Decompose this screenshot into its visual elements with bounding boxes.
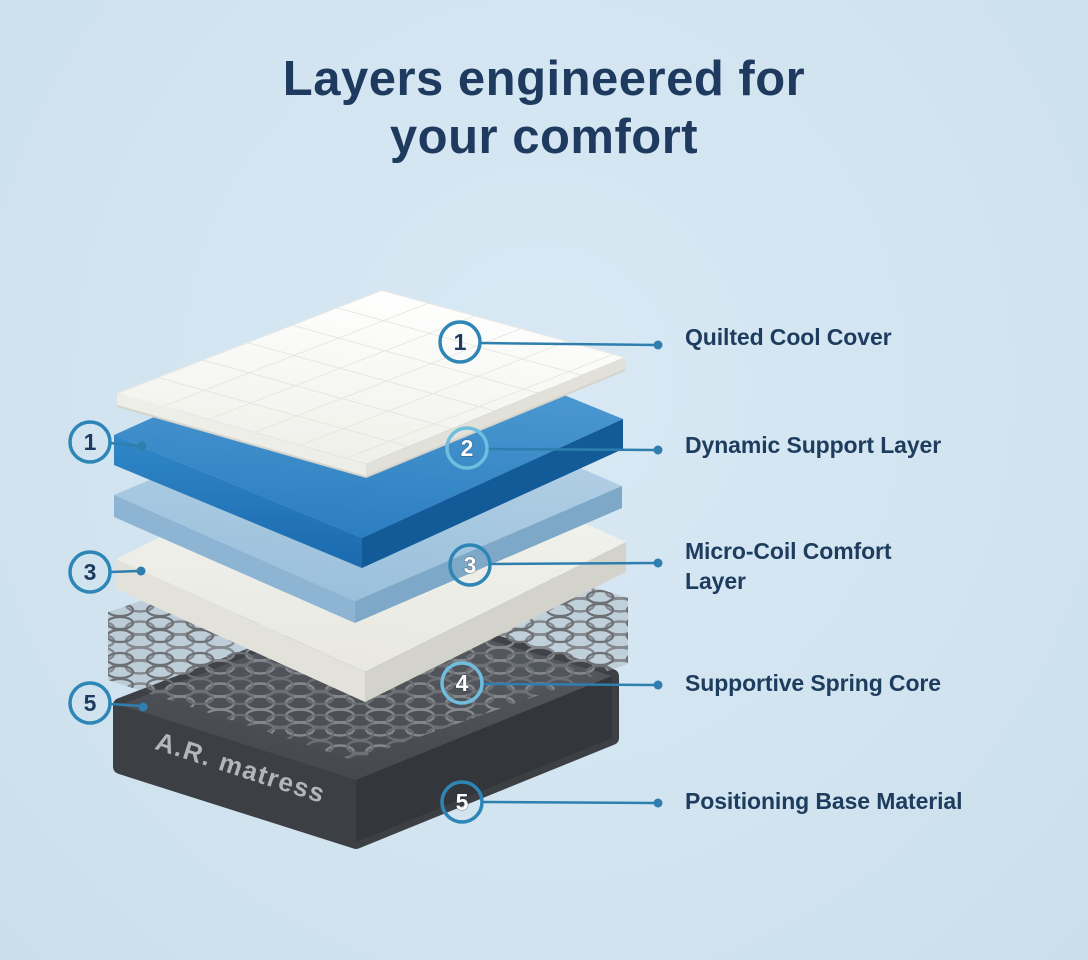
diagram-marker-1-ring [438, 320, 482, 364]
diagram-marker-4-number: 4 [456, 670, 469, 696]
page-title: Layers engineered for your comfort [282, 52, 806, 164]
callout-4-dot [653, 680, 663, 690]
left-marker-1-number: 1 [84, 429, 97, 455]
layer-quilted-cover [116, 290, 626, 479]
quilt-front-left-edge [117, 393, 366, 477]
callout-3-dot [653, 558, 663, 568]
blue-front-right-face [362, 419, 623, 568]
callout-5-dot [653, 798, 663, 808]
diagram-marker-1-number: 1 [454, 329, 467, 355]
left-marker-3-number: 3 [84, 559, 97, 585]
diagram-marker-2-number: 2 [461, 435, 474, 461]
quilt-pattern [117, 290, 625, 464]
left-marker-5-dot [138, 702, 148, 712]
callout-1-line [478, 341, 658, 347]
base-front-right-face [356, 676, 612, 842]
diagram-marker-2-ring [445, 426, 489, 470]
diagram-marker-3-number: 3 [464, 552, 477, 578]
left-marker-1-dot [137, 441, 147, 451]
diagram-markers: 1 2 3 4 5 [438, 320, 663, 824]
left-marker-5-number: 5 [84, 690, 97, 716]
foam-front-left-face [116, 559, 365, 702]
callout-4-line [480, 682, 658, 687]
callout-2-dot [653, 445, 663, 455]
left-marker-5-ring [68, 681, 112, 725]
callout-1-dot [653, 340, 663, 350]
left-marker-1-line [108, 441, 142, 448]
lightblue-front-left-face [114, 495, 355, 623]
left-marker-3-line [108, 569, 141, 574]
quilt-front-right-edge [366, 357, 625, 477]
callout-2-line [485, 447, 658, 452]
diagram-marker-3-ring [448, 543, 492, 587]
blue-front-left-face [114, 435, 362, 568]
base-front-left-face [120, 705, 356, 842]
diagram-marker-4-ring [440, 661, 484, 705]
left-marker-3-dot [136, 566, 146, 576]
left-marker-3-ring [68, 550, 112, 594]
foam-front-right-face [365, 542, 626, 702]
left-marker-1-ring [68, 420, 112, 464]
quilt-piping [116, 369, 626, 479]
left-marker-5-line [108, 702, 143, 708]
callout-3-line [488, 561, 658, 566]
diagram-marker-5-ring [440, 780, 484, 824]
callout-5-line [480, 800, 658, 805]
diagram-marker-5-number: 5 [456, 789, 469, 815]
left-markers: 1 3 5 [68, 420, 148, 725]
